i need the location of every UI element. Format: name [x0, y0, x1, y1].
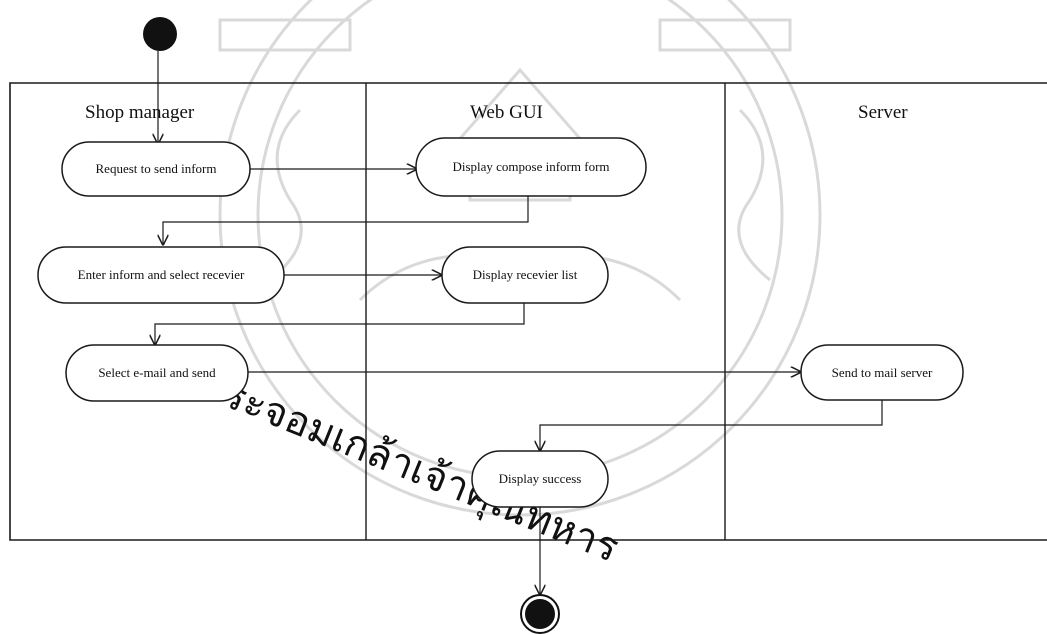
activity-label: Request to send inform — [96, 161, 217, 176]
lane-title-web-gui: Web GUI — [470, 102, 543, 123]
activity-label: Display success — [499, 471, 582, 486]
lane-title-server: Server — [858, 102, 908, 123]
flow-compose-to-enter — [163, 196, 529, 245]
activity-label: Enter inform and select recevier — [78, 267, 245, 282]
swimlane-frame — [9, 82, 1047, 541]
activity-label: Select e-mail and send — [98, 365, 216, 380]
activity-select-email-send: Select e-mail and send — [65, 344, 249, 402]
lane-title-shop-manager: Shop manager — [85, 102, 195, 123]
activity-enter-inform-select-receiver: Enter inform and select recevier — [37, 246, 285, 304]
control-flows — [155, 51, 883, 595]
initial-node — [143, 17, 177, 51]
flow-list-to-select — [155, 303, 525, 345]
activity-label: Send to mail server — [832, 365, 933, 380]
activity-display-receiver-list: Display recevier list — [441, 246, 609, 304]
activity-display-compose-form: Display compose inform form — [415, 137, 647, 197]
final-node — [520, 594, 560, 634]
activity-display-success: Display success — [471, 450, 609, 508]
flow-server-to-success — [540, 400, 883, 451]
activity-label: Display compose inform form — [452, 159, 609, 174]
activity-label: Display recevier list — [473, 267, 578, 282]
activity-request-send-inform: Request to send inform — [61, 141, 251, 197]
activity-send-to-mail-server: Send to mail server — [800, 344, 964, 401]
